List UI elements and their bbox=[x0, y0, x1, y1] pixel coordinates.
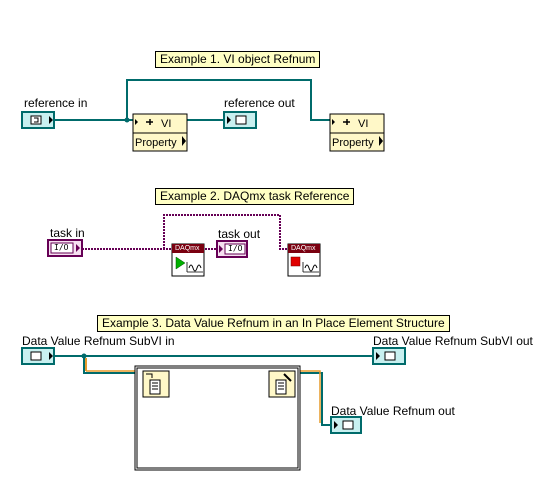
dvr-subvi-in-label: Data Value Refnum SubVI in bbox=[22, 334, 175, 348]
ex2-wires[interactable] bbox=[82, 214, 289, 250]
task-in-terminal[interactable] bbox=[47, 239, 83, 257]
vi-property-node-2[interactable] bbox=[329, 113, 385, 152]
dvr-out-terminal[interactable] bbox=[330, 416, 362, 434]
node2-property-label: Property bbox=[332, 137, 374, 149]
ex3-wires[interactable] bbox=[54, 353, 373, 426]
reference-out-terminal[interactable] bbox=[223, 111, 257, 129]
daqmx-start-header: DAQmx bbox=[175, 245, 200, 252]
example2-caption: Example 2. DAQmx task Reference bbox=[155, 188, 355, 205]
reference-in-label: reference in bbox=[24, 96, 88, 110]
node1-class-label: VI bbox=[161, 118, 172, 130]
task-out-io-text: I/O bbox=[228, 244, 243, 253]
daqmx-start-task-node[interactable] bbox=[171, 243, 205, 277]
reference-in-terminal[interactable] bbox=[21, 111, 55, 129]
reference-out-label: reference out bbox=[224, 96, 295, 110]
dvr-subvi-out-terminal[interactable] bbox=[372, 347, 406, 365]
example1-caption: Example 1. VI object Refnum bbox=[155, 51, 321, 68]
daqmx-stop-task-node[interactable] bbox=[287, 243, 321, 277]
dvr-out-label: Data Value Refnum out bbox=[331, 404, 455, 418]
node2-class-label: VI bbox=[358, 118, 369, 130]
task-in-io-text: I/O bbox=[54, 243, 69, 252]
example3-caption: Example 3. Data Value Refnum in an In Pl… bbox=[97, 315, 450, 332]
vi-property-node-1[interactable] bbox=[132, 113, 188, 152]
task-in-label: task in bbox=[50, 226, 85, 240]
dvr-subvi-in-terminal[interactable] bbox=[21, 347, 55, 365]
node1-property-label: Property bbox=[135, 137, 177, 149]
dvr-subvi-out-label: Data Value Refnum SubVI out bbox=[373, 334, 533, 348]
dvr-read-border-node[interactable] bbox=[142, 370, 170, 398]
dvr-write-border-node[interactable] bbox=[268, 370, 296, 398]
task-out-terminal[interactable] bbox=[216, 240, 248, 258]
ex1-wires[interactable] bbox=[55, 79, 332, 123]
daqmx-stop-header: DAQmx bbox=[291, 245, 316, 252]
task-out-label: task out bbox=[218, 227, 261, 241]
